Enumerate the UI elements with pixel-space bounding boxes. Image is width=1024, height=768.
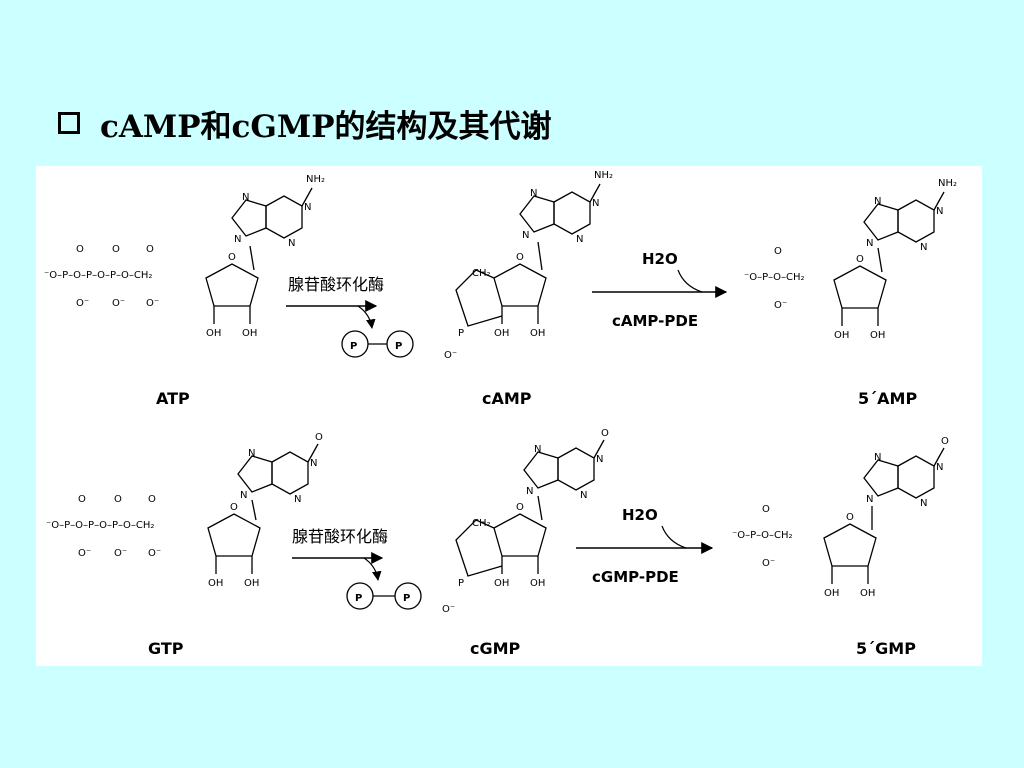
label-cgmp: cGMP <box>470 639 521 658</box>
camp-structure: CH₂ P O⁻ <box>444 169 614 361</box>
svg-text:O⁻: O⁻ <box>146 298 159 309</box>
svg-text:O⁻: O⁻ <box>442 604 455 615</box>
cgmp-pde-step: H2O cGMP-PDE <box>576 506 714 586</box>
svg-text:O: O <box>148 494 156 505</box>
enzyme-label-cgmp-pde: cGMP-PDE <box>592 568 679 586</box>
svg-text:CH₂: CH₂ <box>472 518 491 529</box>
gmp-structure: ⁻O–P–O–CH₂ O O⁻ <box>732 435 950 600</box>
pyrophosphate-right: P <box>395 341 402 352</box>
enzyme-label-adenylate-cyclase: 腺苷酸环化酶 <box>288 275 384 294</box>
svg-text:O⁻: O⁻ <box>112 298 125 309</box>
svg-text:⁻O–P–O–P–O–P–O–CH₂: ⁻O–P–O–P–O–P–O–CH₂ <box>46 520 154 531</box>
metabolism-figure: N N N N NH₂ N N N N O O OH OH <box>36 166 982 666</box>
amp-structure: ⁻O–P–O–CH₂ O O⁻ <box>744 177 958 342</box>
square-bullet-icon <box>58 112 80 134</box>
svg-text:O⁻: O⁻ <box>78 548 91 559</box>
label-5gmp: 5´GMP <box>856 639 916 658</box>
label-camp: cAMP <box>482 389 532 408</box>
svg-text:O⁻: O⁻ <box>444 350 457 361</box>
svg-text:⁻O–P–O–CH₂: ⁻O–P–O–CH₂ <box>732 530 793 541</box>
label-gtp: GTP <box>148 639 184 658</box>
label-atp: ATP <box>156 389 190 408</box>
svg-text:O⁻: O⁻ <box>114 548 127 559</box>
guanylyl-cyclase-step: 腺苷酸环化酶 P P <box>292 527 422 610</box>
svg-text:O⁻: O⁻ <box>762 558 775 569</box>
svg-text:P: P <box>458 328 464 339</box>
svg-text:O: O <box>114 494 122 505</box>
pyrophosphate-left: P <box>350 341 357 352</box>
adenylyl-cyclase-step: 腺苷酸环化酶 P P <box>286 275 414 358</box>
svg-text:O: O <box>78 494 86 505</box>
water-label-2: H2O <box>622 506 658 524</box>
svg-text:⁻O–P–O–P–O–P–O–CH₂: ⁻O–P–O–P–O–P–O–CH₂ <box>44 270 152 281</box>
enzyme-label-cyclase-row2: 腺苷酸环化酶 <box>292 527 388 546</box>
camp-pde-step: H2O cAMP-PDE <box>592 250 728 330</box>
svg-text:O: O <box>112 244 120 255</box>
pyrophosphate-right-row2: P <box>403 593 410 604</box>
cgmp-structure: CH₂ P O⁻ <box>442 427 610 615</box>
svg-text:CH₂: CH₂ <box>472 268 491 279</box>
svg-text:O⁻: O⁻ <box>76 298 89 309</box>
svg-text:O: O <box>76 244 84 255</box>
label-5amp: 5´AMP <box>858 389 917 408</box>
gtp-structure: ⁻O–P–O–P–O–P–O–CH₂ O O O O⁻ O⁻ O⁻ <box>46 431 324 590</box>
svg-text:O: O <box>762 504 770 515</box>
atp-structure: ⁻O–P–O–P–O–P–O–CH₂ O O O O⁻ O⁻ O⁻ <box>44 173 326 340</box>
enzyme-label-camp-pde: cAMP-PDE <box>612 312 698 330</box>
svg-text:P: P <box>458 578 464 589</box>
svg-text:O: O <box>774 246 782 257</box>
slide-title: cAMP和cGMP的结构及其代谢 <box>100 108 552 145</box>
svg-text:O⁻: O⁻ <box>774 300 787 311</box>
svg-text:O⁻: O⁻ <box>148 548 161 559</box>
svg-text:O: O <box>146 244 154 255</box>
pyrophosphate-left-row2: P <box>355 593 362 604</box>
reaction-diagram: N N N N NH₂ N N N N O O OH OH <box>44 169 958 658</box>
slide-title-row: cAMP和cGMP的结构及其代谢 <box>58 98 552 148</box>
svg-text:⁻O–P–O–CH₂: ⁻O–P–O–CH₂ <box>744 272 805 283</box>
water-label-1: H2O <box>642 250 678 268</box>
